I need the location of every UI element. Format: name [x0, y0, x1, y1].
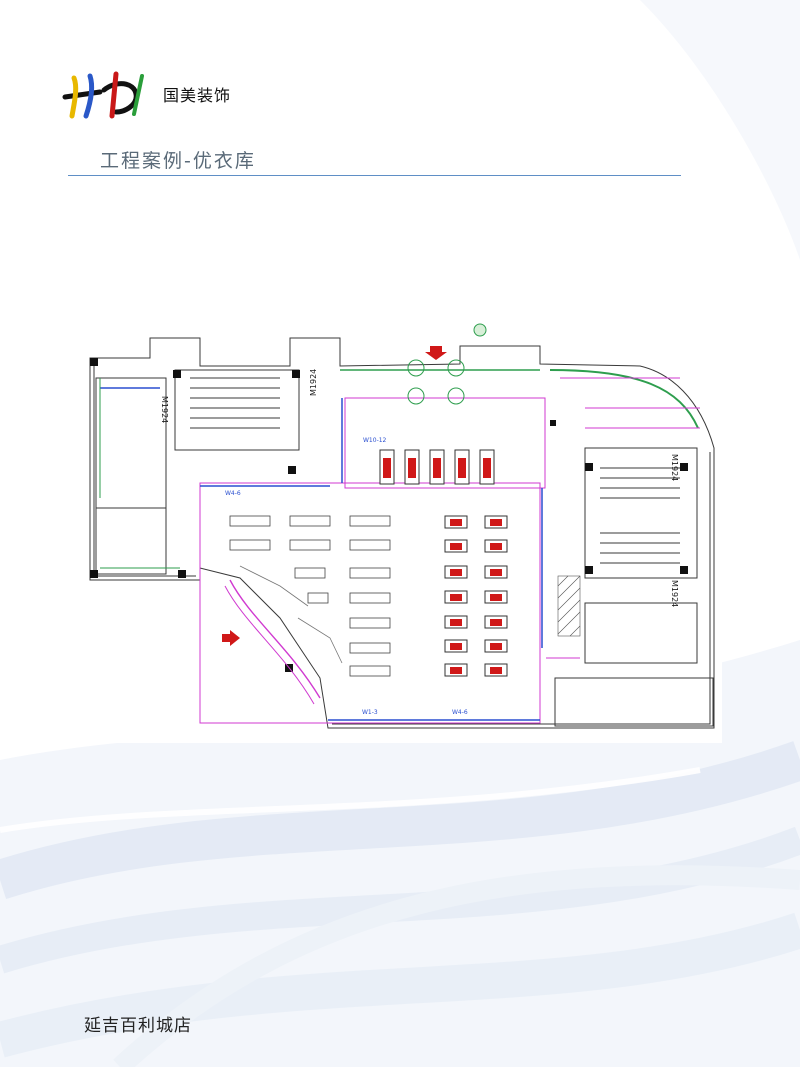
rotated-label: M1924	[309, 369, 318, 396]
rotated-label: M1924	[160, 396, 169, 423]
page-title: 工程案例-优衣库	[100, 150, 256, 172]
brand-name: 国美装饰	[163, 86, 232, 105]
title-divider	[68, 175, 681, 176]
fixture-label: W4-6	[225, 490, 241, 497]
fixture-label: W1-3	[362, 709, 378, 716]
floor-plan-drawing: W10-12 W4-6 W1-3 W4-6 M1924 M1924 M1924 …	[80, 318, 722, 743]
fixture-label: W4-6	[452, 709, 468, 716]
fixture-label: W10-12	[363, 437, 387, 444]
store-caption: 延吉百利城店	[84, 1016, 192, 1036]
rotated-label: M1924	[670, 454, 679, 481]
company-logo	[62, 71, 144, 119]
rotated-label: M1924	[670, 580, 679, 607]
